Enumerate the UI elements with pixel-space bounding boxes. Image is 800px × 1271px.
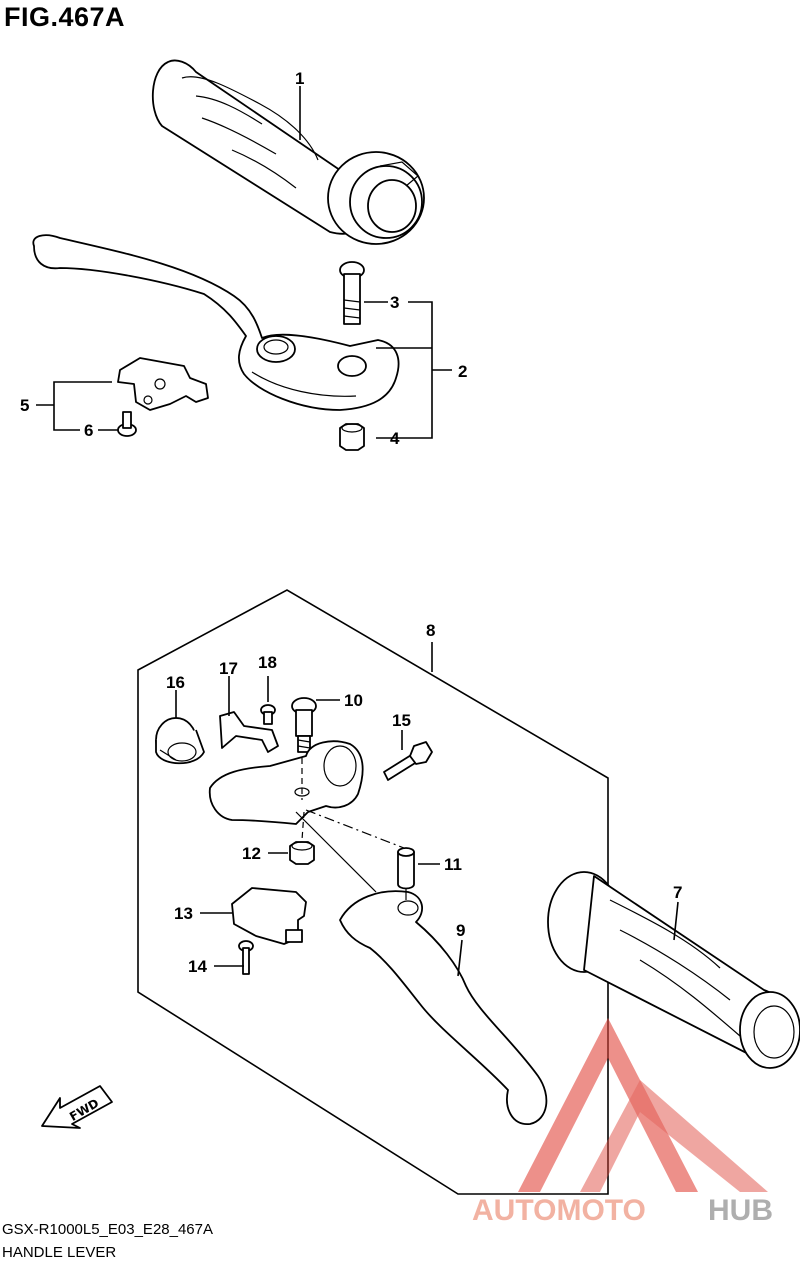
callout-2: 2 <box>458 362 467 381</box>
holder-bolt <box>383 741 433 781</box>
figure-name: HANDLE LEVER <box>2 1244 117 1261</box>
adjuster-knob <box>155 717 205 765</box>
callout-9: 9 <box>456 921 465 940</box>
watermark-text-b: HUB <box>708 1194 773 1227</box>
callout-5: 5 <box>20 396 29 415</box>
assembly-outline <box>137 589 609 1195</box>
lever-holder <box>208 740 364 825</box>
clutch-pivot-bolt <box>291 697 317 753</box>
figure-code: GSX-R1000L5_E03_E28_467A <box>2 1221 213 1238</box>
automotohub-watermark: AUTOMOTO HUB <box>472 1018 773 1227</box>
callout-14: 14 <box>188 957 207 976</box>
callout-8: 8 <box>426 621 435 640</box>
watermark-text-a: AUTOMOTO <box>472 1194 646 1227</box>
holder-nut <box>289 841 315 865</box>
lever-collar <box>397 847 415 890</box>
callout-15: 15 <box>392 711 411 730</box>
callout-6: 6 <box>84 421 93 440</box>
callout-13: 13 <box>174 904 193 923</box>
callout-3: 3 <box>390 293 399 312</box>
lower-leader-lines <box>175 642 679 977</box>
assembly-guides <box>295 758 407 900</box>
brake-switch <box>117 357 209 411</box>
fwd-arrow: FWD <box>41 1085 113 1129</box>
switch-screw-lower <box>238 940 254 975</box>
throttle-grip <box>151 59 425 245</box>
figure-title: FIG.467A <box>4 2 126 32</box>
left-grip <box>547 871 800 1069</box>
pivot-bolt <box>339 261 365 325</box>
plate-screw <box>260 704 276 725</box>
brake-lever <box>32 234 400 411</box>
clutch-lever <box>339 890 548 1125</box>
clutch-switch <box>231 887 307 945</box>
lever-nut <box>339 423 365 451</box>
callout-4: 4 <box>390 429 400 448</box>
callout-18: 18 <box>258 653 277 672</box>
upper-leader-lines <box>36 86 452 439</box>
spring-plate <box>219 711 279 753</box>
callout-labels: 1 2 3 4 5 6 7 8 9 10 11 12 13 14 15 16 1… <box>20 69 682 976</box>
callout-1: 1 <box>295 69 304 88</box>
switch-screw <box>117 411 137 437</box>
callout-10: 10 <box>344 691 363 710</box>
callout-17: 17 <box>219 659 238 678</box>
callout-16: 16 <box>166 673 185 692</box>
callout-11: 11 <box>444 855 462 874</box>
callout-12: 12 <box>242 844 261 863</box>
callout-7: 7 <box>673 883 682 902</box>
